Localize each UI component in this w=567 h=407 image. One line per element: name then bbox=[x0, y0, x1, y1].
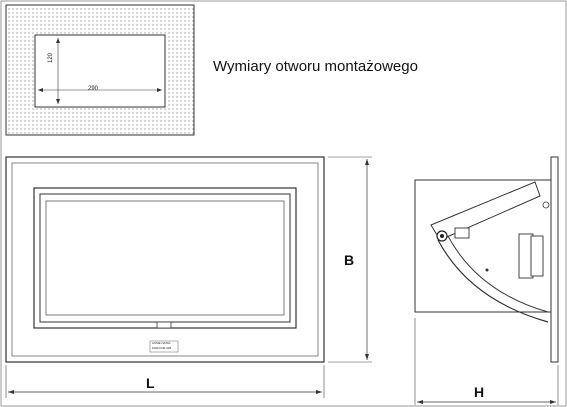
height-dimension-label: B bbox=[344, 252, 355, 268]
panel-label-line2: 1000 FN0-025 bbox=[152, 346, 172, 350]
cutout-caption: Wymiary otworu montażowego bbox=[213, 58, 418, 75]
length-dimension-label: L bbox=[146, 375, 155, 391]
depth-dimension-label: H bbox=[474, 384, 485, 400]
cutout-diagram bbox=[5, 4, 195, 136]
cutout-width-label: 290 bbox=[88, 86, 99, 92]
side-view bbox=[414, 156, 559, 405]
panel-label-line1: ACME NATAL bbox=[152, 341, 171, 345]
front-view bbox=[5, 156, 372, 398]
cutout-height-label: 120 bbox=[48, 52, 54, 63]
